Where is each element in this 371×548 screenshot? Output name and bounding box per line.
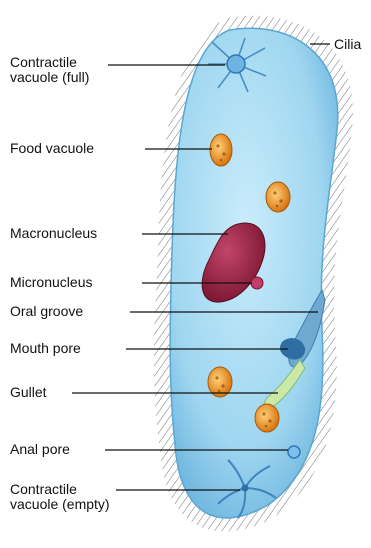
label-macronucleus: Macronucleus	[10, 226, 97, 241]
label-gullet-text: Gullet	[10, 384, 47, 400]
label-cilia: Cilia	[334, 37, 361, 52]
label-macronucleus-text: Macronucleus	[10, 225, 97, 241]
label-contractile-vacuole-empty: Contractile vacuole (empty)	[10, 482, 110, 512]
label-gullet: Gullet	[10, 385, 47, 400]
label-oral-groove-text: Oral groove	[10, 303, 83, 319]
label-contractile-vacuole-full: Contractile vacuole (full)	[10, 55, 89, 85]
label-cilia-text: Cilia	[334, 36, 361, 52]
label-food-vacuole-text: Food vacuole	[10, 140, 94, 156]
label-cv-full-line2: vacuole (full)	[10, 70, 89, 85]
label-oral-groove: Oral groove	[10, 304, 83, 319]
micronucleus-shape	[251, 277, 263, 289]
label-cv-empty-line2: vacuole (empty)	[10, 497, 110, 512]
label-mouth-pore-text: Mouth pore	[10, 340, 81, 356]
label-mouth-pore: Mouth pore	[10, 341, 81, 356]
anal-pore-shape	[288, 446, 300, 458]
label-food-vacuole: Food vacuole	[10, 141, 94, 156]
label-micronucleus-text: Micronucleus	[10, 274, 92, 290]
label-anal-pore: Anal pore	[10, 442, 70, 457]
label-micronucleus: Micronucleus	[10, 275, 92, 290]
label-cv-full-line1: Contractile	[10, 55, 89, 70]
label-cv-empty-line1: Contractile	[10, 482, 110, 497]
label-anal-pore-text: Anal pore	[10, 441, 70, 457]
